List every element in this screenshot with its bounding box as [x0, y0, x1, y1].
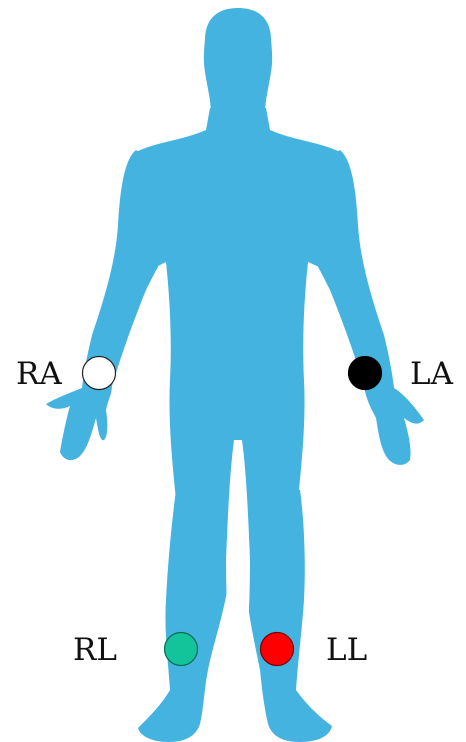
electrode-ll-marker — [261, 633, 294, 666]
electrode-la-marker — [349, 357, 382, 390]
electrode-ll-label: LL — [326, 632, 367, 668]
electrode-la-label: LA — [410, 356, 454, 392]
body-arm-left — [308, 150, 424, 465]
electrode-ra: RA — [16, 356, 116, 392]
electrode-rl-marker — [165, 633, 198, 666]
body-leg-right — [138, 490, 240, 742]
body-arm-right — [46, 150, 168, 460]
electrode-la: LA — [349, 356, 454, 392]
body-leg-left — [236, 490, 332, 742]
body-head — [204, 8, 272, 114]
electrode-ra-label: RA — [16, 356, 62, 392]
electrode-ra-marker — [83, 357, 116, 390]
electrode-rl-label: RL — [73, 632, 117, 668]
electrode-rl: RL — [73, 632, 198, 668]
electrode-ll: LL — [261, 632, 368, 668]
